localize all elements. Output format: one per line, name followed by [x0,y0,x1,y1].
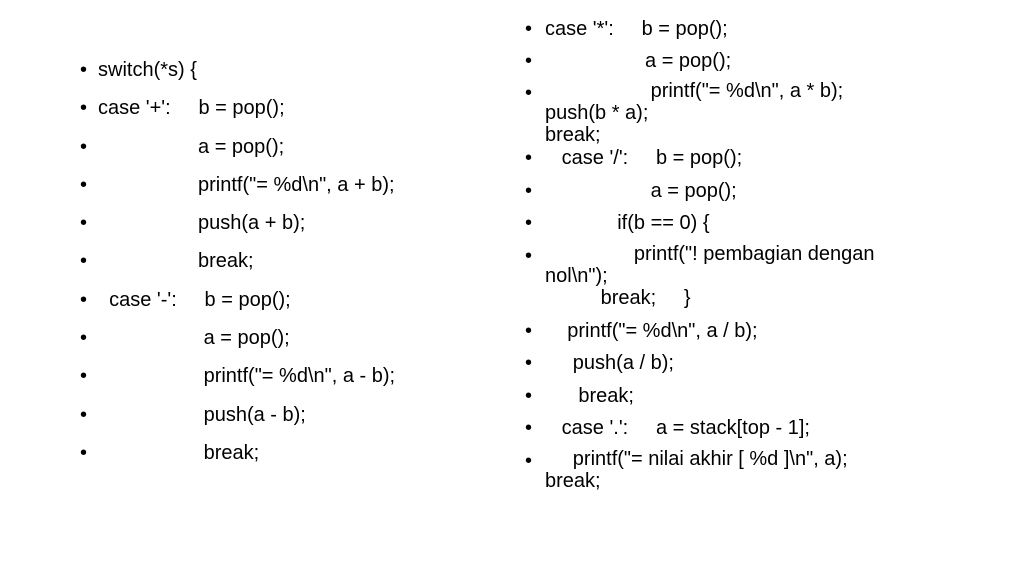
list-item: • printf("= nilai akhir [ %d ]\n", a); b… [525,447,995,500]
code-line: break; [98,250,254,273]
list-item: • case '-': b = pop(); [80,286,500,324]
bullet: • [525,352,533,374]
list-item: • case '*': b = pop(); [525,18,995,50]
left-code-list: • switch(*s) { • case '+': b = pop(); • a … [80,56,500,477]
list-item: • a = pop(); [80,133,500,171]
code-line: printf("= %d\n", a / b); [545,319,758,342]
bullet: • [525,82,533,104]
code-line: a = pop(); [98,327,290,350]
bullet: • [80,365,88,388]
list-item: • case '/': b = pop(); [525,147,995,180]
code-line: case '-': b = pop(); [98,288,291,311]
list-item: • printf("= %d\n", a * b); push(b * a); … [525,80,995,147]
list-item: • push(a + b); [80,209,500,247]
code-line: push(a + b); [98,212,306,235]
list-item: • break; [525,385,995,418]
list-item: • switch(*s) { [80,56,500,94]
code-line: push(a - b); [98,403,306,426]
list-item: • break; [80,247,500,285]
code-line: printf("= %d\n", a * b); push(b * a); br… [545,80,844,146]
list-item: • case '.': a = stack[top - 1]; [525,417,995,450]
code-line: a = pop(); [98,135,285,158]
list-item: • printf("! pembagian dengan nol\n"); br… [525,242,995,320]
bullet: • [525,147,533,169]
list-item: • if(b == 0) { [525,212,995,245]
code-line: printf("= %d\n", a + b); [98,173,395,196]
code-line: break; [545,384,634,407]
code-line: case '/': b = pop(); [545,147,743,169]
code-line: if(b == 0) { [545,212,710,234]
list-item: • push(a / b); [525,352,995,385]
right-code-list: • case '*': b = pop(); • a = pop(); • pri… [525,18,995,500]
bullet: • [525,417,533,439]
list-item: • printf("= %d\n", a + b); [80,171,500,209]
bullet: • [80,250,88,273]
code-line: break; [98,441,260,464]
bullet: • [80,135,88,158]
bullet: • [525,212,533,234]
bullet: • [80,403,88,426]
code-line: a = pop(); [545,50,732,72]
list-item: • a = pop(); [525,50,995,82]
code-line: printf("! pembagian dengan nol\n"); brea… [545,242,875,309]
list-item: • a = pop(); [525,180,995,213]
bullet: • [80,173,88,196]
code-line: case '.': a = stack[top - 1]; [545,417,810,439]
list-item: • printf("= %d\n", a / b); [525,320,995,353]
bullet: • [525,449,533,472]
list-item: • a = pop(); [80,324,500,362]
bullet: • [525,319,533,342]
code-line: printf("= nilai akhir [ %d ]\n", a); bre… [545,447,848,492]
bullet: • [80,441,88,464]
code-line: switch(*s) { [98,59,197,81]
list-item: • printf("= %d\n", a - b); [80,362,500,400]
bullet: • [525,384,533,407]
list-item: • break; [80,439,500,477]
code-line: case '*': b = pop(); [545,18,728,40]
code-line: case '+': b = pop(); [98,97,285,120]
list-item: • case '+': b = pop(); [80,94,500,132]
bullet: • [80,212,88,235]
bullet: • [80,97,88,120]
bullet: • [80,288,88,311]
code-line: a = pop(); [545,179,737,202]
code-line: push(a / b); [545,352,674,374]
code-line: printf("= %d\n", a - b); [98,365,396,388]
bullet: • [525,179,533,202]
bullet: • [525,18,533,40]
bullet: • [80,59,88,81]
bullet: • [525,244,533,267]
list-item: • push(a - b); [80,401,500,439]
bullet: • [525,50,533,72]
bullet: • [80,327,88,350]
